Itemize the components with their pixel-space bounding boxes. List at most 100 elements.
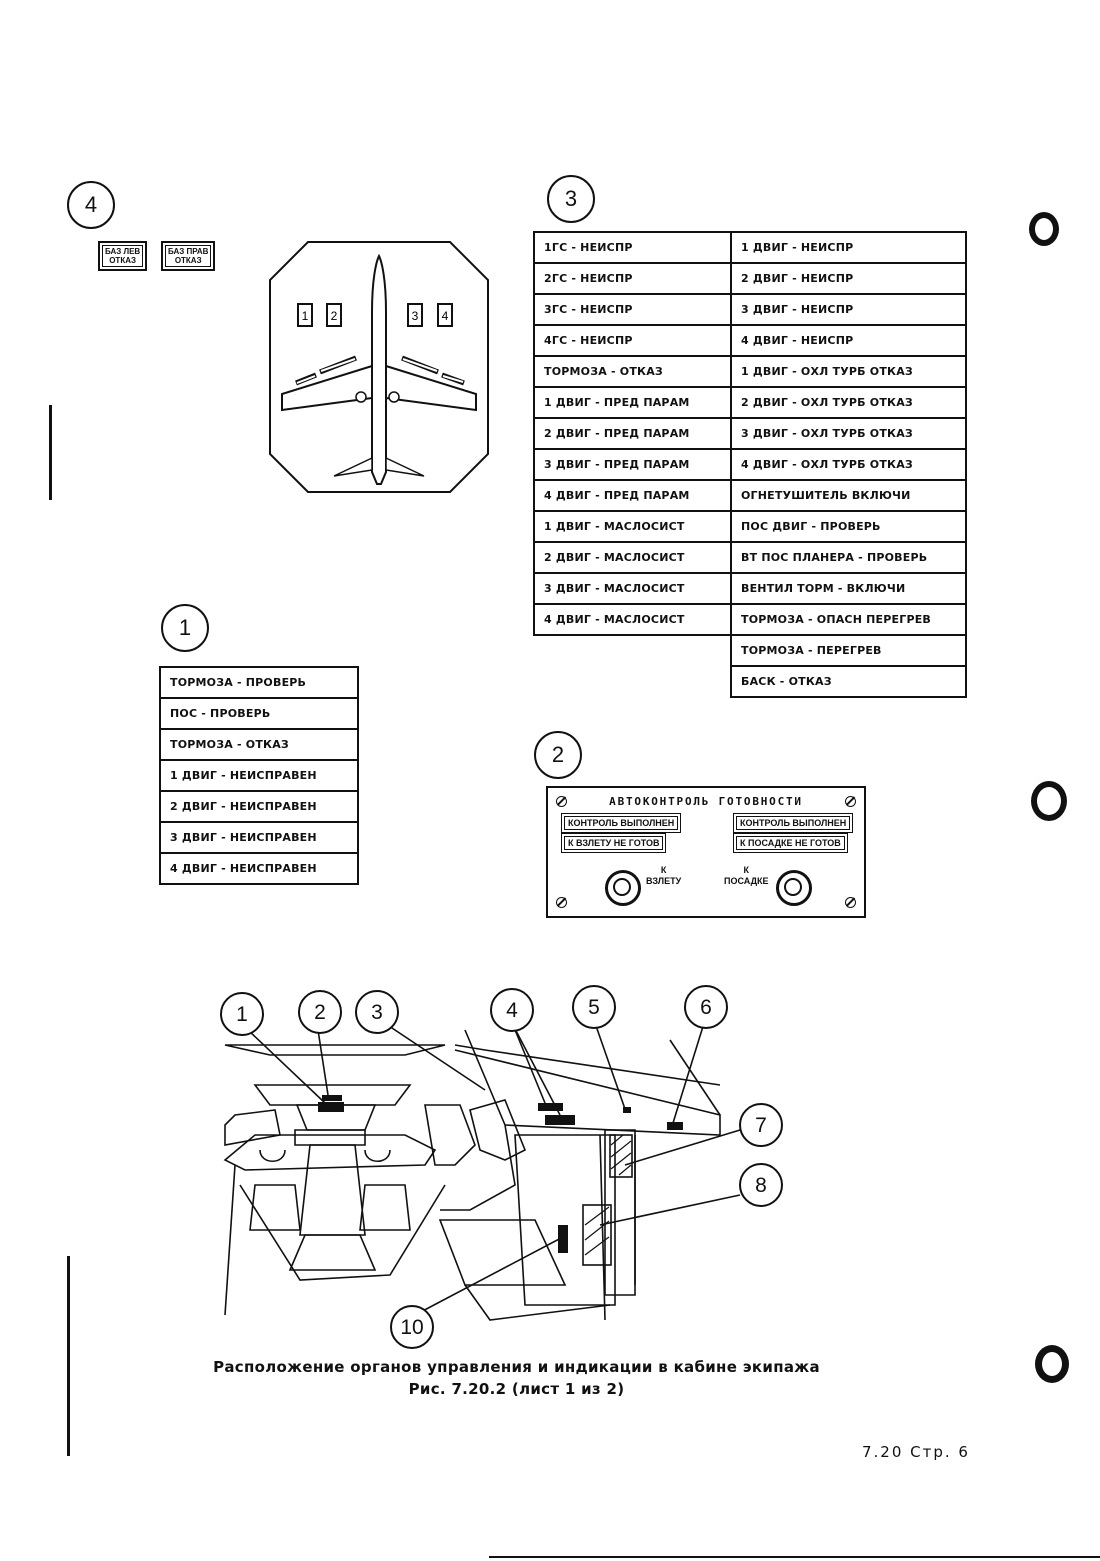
panel1-row: 4 ДВИГ - НЕИСПРАВЕН	[159, 852, 359, 885]
lamp-left-line2: ОТКАЗ	[109, 256, 136, 265]
panel3-right-row: 4 ДВИГ - ОХЛ ТУРБ ОТКАЗ	[730, 448, 967, 481]
readiness-panel-title: АВТОКОНТРОЛЬ ГОТОВНОСТИ	[609, 795, 803, 808]
callout-1: 1	[161, 604, 209, 652]
lamp-label: 4 ДВИГ - ОХЛ ТУРБ ОТКАЗ	[730, 448, 967, 481]
lamp-label: БАСК - ОТКАЗ	[730, 665, 967, 698]
lamp-landing-not-ready: К ПОСАДКЕ НЕ ГОТОВ	[733, 833, 848, 853]
cockpit-callout: 5	[572, 985, 616, 1029]
lamp-label: 2ГС - НЕИСПР	[533, 262, 733, 295]
panel3-right-row: ТОРМОЗА - ПЕРЕГРЕВ	[730, 634, 967, 667]
panel3-left-row: 1 ДВИГ - ПРЕД ПАРАМ	[533, 386, 733, 419]
lamp-check-done-left: КОНТРОЛЬ ВЫПОЛНЕН	[561, 813, 682, 833]
panel3-left-row: 4ГС - НЕИСПР	[533, 324, 733, 357]
panel3-left-row: 4 ДВИГ - МАСЛОСИСТ	[533, 603, 733, 636]
lamp-label: 4ГС - НЕИСПР	[533, 324, 733, 357]
landing-button-label: К ПОСАДКЕ	[724, 865, 769, 886]
lamp-label: ТОРМОЗА - ОТКАЗ	[159, 728, 359, 761]
scan-mark	[489, 1556, 1100, 1558]
scan-mark	[67, 1256, 70, 1456]
panel3-left-row: 3ГС - НЕИСПР	[533, 293, 733, 326]
lamp-label: 1 ДВИГ - НЕИСПРАВЕН	[159, 759, 359, 792]
lamp-right-line1: БАЗ ПРАВ	[168, 247, 209, 256]
hole-punch-icon	[1035, 1345, 1069, 1383]
lamp-label: 1 ДВИГ - МАСЛОСИСТ	[533, 510, 733, 543]
panel1-row: 3 ДВИГ - НЕИСПРАВЕН	[159, 821, 359, 854]
takeoff-check-button[interactable]	[605, 870, 641, 906]
callout-3: 3	[547, 175, 595, 223]
cockpit-callout: 8	[739, 1163, 783, 1207]
lamp-label: ТОРМОЗА - ОПАСН ПЕРЕГРЕВ	[730, 603, 967, 636]
lamp-label: 1 ДВИГ - ОХЛ ТУРБ ОТКАЗ	[730, 355, 967, 388]
lamp-label: 3 ДВИГ - ПРЕД ПАРАМ	[533, 448, 733, 481]
panel3-right-row: 4 ДВИГ - НЕИСПР	[730, 324, 967, 357]
page-number: 7.20 Стр. 6	[862, 1443, 970, 1461]
hole-punch-icon	[1029, 212, 1059, 246]
panel3-right-row: ТОРМОЗА - ОПАСН ПЕРЕГРЕВ	[730, 603, 967, 636]
panel3-right-row: 3 ДВИГ - ОХЛ ТУРБ ОТКАЗ	[730, 417, 967, 450]
scan-mark	[49, 405, 52, 500]
panel3-left-row: 3 ДВИГ - ПРЕД ПАРАМ	[533, 448, 733, 481]
lamp-label: 4 ДВИГ - ПРЕД ПАРАМ	[533, 479, 733, 512]
lamp-label: 2 ДВИГ - МАСЛОСИСТ	[533, 541, 733, 574]
screw-icon	[845, 796, 856, 807]
panel3-right-row: ВЕНТИЛ ТОРМ - ВКЛЮЧИ	[730, 572, 967, 605]
lamp-label: 4 ДВИГ - МАСЛОСИСТ	[533, 603, 733, 636]
lamp-label: 4 ДВИГ - НЕИСПРАВЕН	[159, 852, 359, 885]
lamp-label: ТОРМОЗА - ПЕРЕГРЕВ	[730, 634, 967, 667]
figure-caption-line1: Расположение органов управления и индика…	[213, 1358, 820, 1376]
panel3-left-row: 1 ДВИГ - МАСЛОСИСТ	[533, 510, 733, 543]
panel1-row: ПОС - ПРОВЕРЬ	[159, 697, 359, 730]
lamp-label: ТОРМОЗА - ОТКАЗ	[533, 355, 733, 388]
lamp-label: 3 ДВИГ - МАСЛОСИСТ	[533, 572, 733, 605]
panel3-right-row: 2 ДВИГ - ОХЛ ТУРБ ОТКАЗ	[730, 386, 967, 419]
cockpit-callout: 4	[490, 988, 534, 1032]
lamp-label: 4 ДВИГ - НЕИСПР	[730, 324, 967, 357]
lamp-takeoff-not-ready: К ВЗЛЕТУ НЕ ГОТОВ	[561, 833, 667, 853]
lamp-left-line1: БАЗ ЛЕВ	[105, 247, 141, 256]
screw-icon	[845, 897, 856, 908]
panel3-right-row: 1 ДВИГ - НЕИСПР	[730, 231, 967, 264]
screw-icon	[556, 796, 567, 807]
lamp-label: 3 ДВИГ - ОХЛ ТУРБ ОТКАЗ	[730, 417, 967, 450]
lamp-label: 2 ДВИГ - ОХЛ ТУРБ ОТКАЗ	[730, 386, 967, 419]
lamp-label: ВЕНТИЛ ТОРМ - ВКЛЮЧИ	[730, 572, 967, 605]
screw-icon	[556, 897, 567, 908]
lamp-check-done-right: КОНТРОЛЬ ВЫПОЛНЕН	[733, 813, 854, 833]
panel3-left-row: 4 ДВИГ - ПРЕД ПАРАМ	[533, 479, 733, 512]
panel3-right-row: ОГНЕТУШИТЕЛЬ ВКЛЮЧИ	[730, 479, 967, 512]
panel3-left-row: 2ГС - НЕИСПР	[533, 262, 733, 295]
cockpit-callout: 6	[684, 985, 728, 1029]
cockpit-callout: 2	[298, 990, 342, 1034]
lamp-label: ВТ ПОС ПЛАНЕРА - ПРОВЕРЬ	[730, 541, 967, 574]
panel1-row: 1 ДВИГ - НЕИСПРАВЕН	[159, 759, 359, 792]
panel3-right-row: 2 ДВИГ - НЕИСПР	[730, 262, 967, 295]
lamp-label: ТОРМОЗА - ПРОВЕРЬ	[159, 666, 359, 699]
takeoff-button-label: К ВЗЛЕТУ	[646, 865, 682, 886]
panel3-right-row: ПОС ДВИГ - ПРОВЕРЬ	[730, 510, 967, 543]
lamp-right-line2: ОТКАЗ	[174, 256, 202, 265]
callout-2: 2	[534, 731, 582, 779]
aircraft-diagram: 1 2 3 4	[269, 241, 489, 493]
lamp-label: 1 ДВИГ - НЕИСПР	[730, 231, 967, 264]
cockpit-drawing	[223, 1019, 741, 1321]
lamp-label: 2 ДВИГ - НЕИСПРАВЕН	[159, 790, 359, 823]
cockpit-callout: 1	[220, 992, 264, 1036]
lamp-label: 2 ДВИГ - НЕИСПР	[730, 262, 967, 295]
panel3-left-row: 2 ДВИГ - ПРЕД ПАРАМ	[533, 417, 733, 450]
lamp-label: 3 ДВИГ - НЕИСПР	[730, 293, 967, 326]
lamp-left-failure: БАЗ ЛЕВ ОТКАЗ	[98, 241, 148, 271]
landing-check-button[interactable]	[776, 870, 812, 906]
panel1-row: ТОРМОЗА - ПРОВЕРЬ	[159, 666, 359, 699]
callout-4: 4	[67, 181, 115, 229]
engine-label-1: 1	[302, 309, 309, 323]
engine-label-2: 2	[331, 309, 338, 323]
cockpit-callout: 7	[739, 1103, 783, 1147]
panel3-left-row: 2 ДВИГ - МАСЛОСИСТ	[533, 541, 733, 574]
panel1-row: 2 ДВИГ - НЕИСПРАВЕН	[159, 790, 359, 823]
panel3-right-row: ВТ ПОС ПЛАНЕРА - ПРОВЕРЬ	[730, 541, 967, 574]
panel3-left-row: 1ГС - НЕИСПР	[533, 231, 733, 264]
panel3-right-row: БАСК - ОТКАЗ	[730, 665, 967, 698]
